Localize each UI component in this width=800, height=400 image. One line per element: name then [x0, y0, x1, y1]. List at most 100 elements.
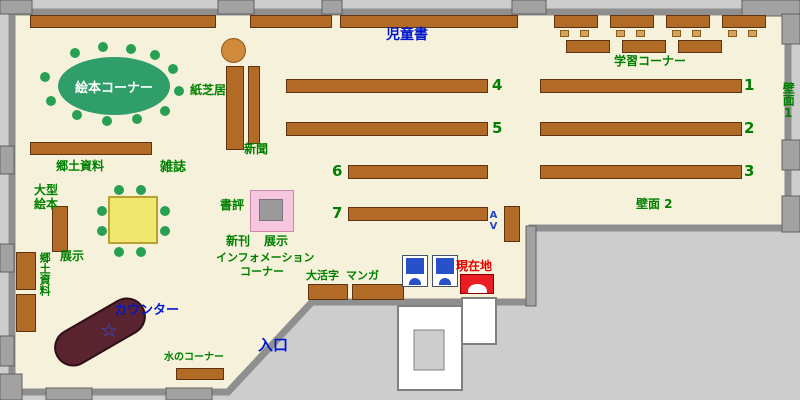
current-location-label: 現在地 [456, 259, 493, 273]
bookshelf-4 [286, 79, 488, 93]
shelf-number-4: 4 [492, 76, 503, 94]
local-materials-top-label: 郷土資料 [56, 159, 105, 173]
counter-label: カウンター [114, 303, 180, 318]
av-shelf [504, 206, 520, 242]
chair-dot [160, 206, 170, 216]
chair [728, 30, 737, 37]
large-picture-books-label-1: 大型 [34, 183, 59, 197]
chair-dot [150, 50, 160, 60]
reading-table [108, 196, 158, 244]
large-picture-book-shelf [52, 206, 68, 252]
chair-dot [114, 247, 124, 257]
chair-dot [126, 44, 136, 54]
chair-dot [136, 185, 146, 195]
local-materials-shelf [16, 294, 36, 332]
chair-dot [168, 64, 178, 74]
bookshelf [250, 15, 332, 28]
children-books-label: 児童書 [386, 27, 428, 43]
manga-shelf [352, 284, 404, 300]
chair [636, 30, 645, 37]
water-corner-shelf [176, 368, 224, 380]
chair-dot [97, 206, 107, 216]
study-desk [554, 15, 598, 28]
book-review-label: 書評 [220, 198, 245, 212]
large-print-shelf [308, 284, 348, 300]
water-corner-label: 水のコーナー [164, 352, 224, 363]
chair-dot [102, 116, 112, 126]
local-materials-shelf [16, 252, 36, 290]
counter-star-icon: ☆ [100, 318, 118, 342]
display-case [250, 190, 294, 232]
bookshelf [340, 15, 518, 28]
magazines-label: 雑誌 [160, 160, 187, 175]
study-desk [610, 15, 654, 28]
kamishibai-label: 紙芝居 [190, 83, 227, 97]
chair-dot [97, 226, 107, 236]
study-desk [678, 40, 722, 53]
study-desk [666, 15, 710, 28]
shelf-number-1: 1 [744, 76, 755, 94]
chair-dot [160, 106, 170, 116]
bookshelf-3 [540, 165, 742, 179]
av-label: AV [488, 210, 499, 232]
large-picture-books-label-2: 絵本 [34, 197, 59, 211]
chair-dot [40, 72, 50, 82]
entrance-label: 入口 [258, 336, 289, 354]
wall-1-label: 壁面1 [781, 82, 796, 120]
opac-screen [406, 258, 424, 274]
wall-2-label: 壁面 2 [636, 197, 673, 211]
bookshelf-1 [540, 79, 742, 93]
display-case-inner [259, 199, 283, 221]
local-materials-left-label: 郷土資料 [38, 252, 52, 296]
bookshelf [30, 142, 152, 155]
chair [616, 30, 625, 37]
chair-dot [160, 226, 170, 236]
shelf-number-7: 7 [332, 204, 343, 222]
opac-terminal [402, 255, 428, 287]
chair-dot [132, 114, 142, 124]
chair [748, 30, 757, 37]
chair-dot [136, 247, 146, 257]
opac-screen [436, 258, 454, 274]
opac-base [439, 278, 451, 285]
bookshelf-6 [348, 165, 488, 179]
newspaper-label: 新聞 [244, 142, 269, 156]
bookshelf [30, 15, 216, 28]
chair-dot [114, 185, 124, 195]
information-label-2: コーナー [240, 265, 284, 278]
kamishibai-shelf [226, 66, 244, 150]
opac-base [409, 278, 421, 285]
shelf-number-2: 2 [744, 119, 755, 137]
shelf-number-6: 6 [332, 162, 343, 180]
opac-terminal [432, 255, 458, 287]
chair-dot [98, 42, 108, 52]
display-center-label: 展示 [264, 234, 289, 248]
chair [560, 30, 569, 37]
picture-book-corner-label: 絵本コーナー [74, 80, 153, 96]
chair [672, 30, 681, 37]
chair [580, 30, 589, 37]
bookshelf-2 [540, 122, 742, 136]
chair-dot [174, 86, 184, 96]
shelf-number-5: 5 [492, 119, 503, 137]
outside-structure [397, 297, 497, 391]
chair-dot [46, 96, 56, 106]
study-corner-label: 学習コーナー [614, 54, 687, 68]
current-location-marker-arc [468, 284, 487, 293]
bookshelf-7 [348, 207, 488, 221]
newspaper-rack [248, 66, 260, 144]
chair-dot [72, 110, 82, 120]
shelf-number-3: 3 [744, 162, 755, 180]
information-label-1: インフォメーション [216, 251, 315, 264]
study-desk [566, 40, 610, 53]
new-books-label: 新刊 [226, 234, 251, 248]
large-print-label: 大活字 [306, 269, 339, 282]
chair-dot [70, 48, 80, 58]
display-left-label: 展示 [60, 249, 85, 263]
current-location-marker [460, 274, 494, 294]
study-desk [622, 40, 666, 53]
picture-book-corner-area: 絵本コーナー [58, 57, 170, 115]
